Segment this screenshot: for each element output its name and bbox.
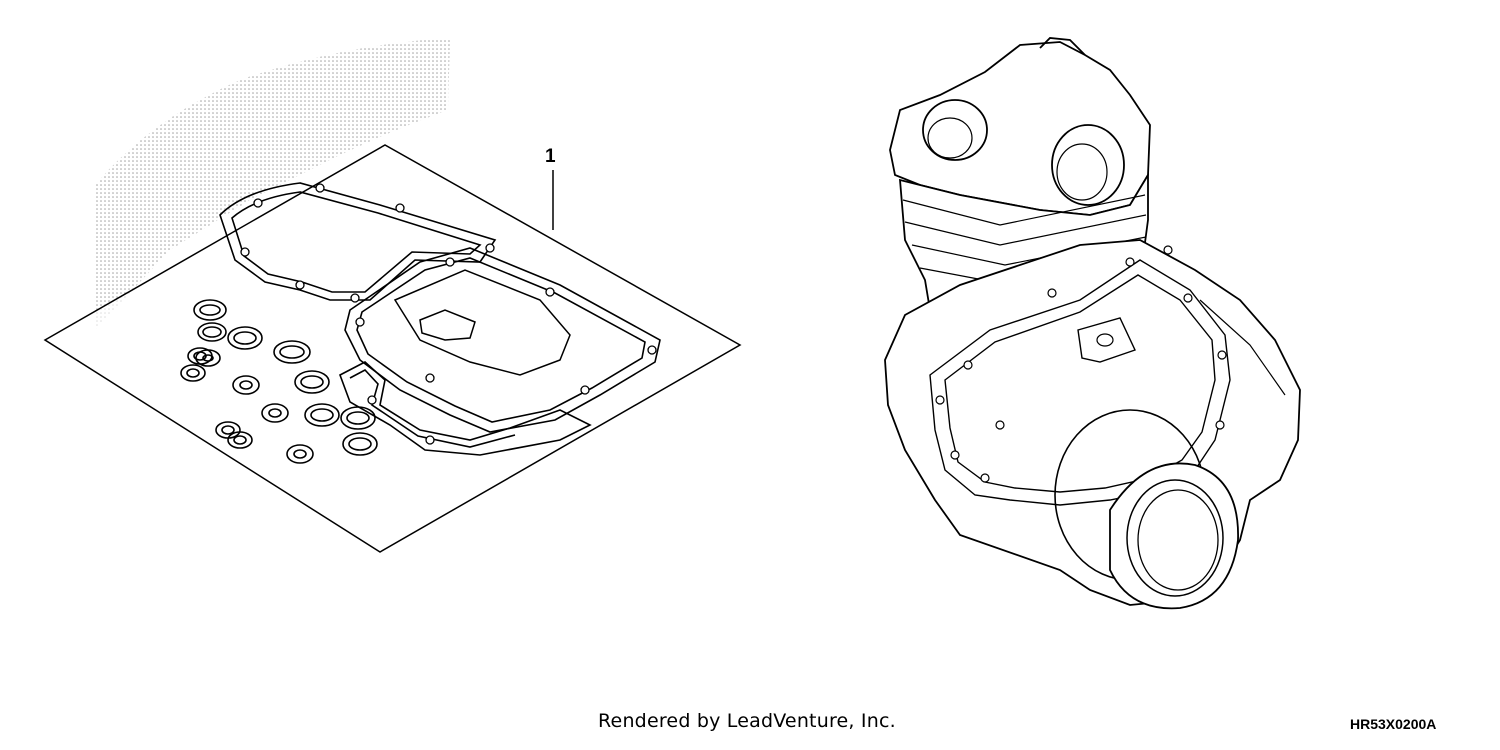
shaded-background-silhouette bbox=[95, 38, 450, 330]
crankcase bbox=[884, 239, 1301, 606]
engine-assembly bbox=[884, 37, 1301, 610]
inner-cover-gasket bbox=[393, 269, 571, 376]
callout-number-1: 1 bbox=[545, 146, 556, 167]
case-cover-gasket bbox=[344, 247, 661, 433]
crankshaft-housing bbox=[1109, 462, 1239, 610]
gasket-kit-sheet bbox=[43, 144, 742, 553]
gasket-bolt-holes-lower bbox=[367, 395, 435, 445]
lower-cover-gasket bbox=[339, 361, 592, 456]
gasket-bolt-holes-large bbox=[240, 183, 495, 303]
o-rings-and-seals bbox=[180, 299, 378, 464]
crankcase-gasket-large bbox=[219, 182, 497, 301]
diagram-reference-code: HR53X0200A bbox=[1350, 716, 1437, 732]
render-credit: Rendered by LeadVenture, Inc. bbox=[598, 710, 896, 732]
exhaust-port bbox=[1051, 124, 1125, 206]
gasket-bolt-holes-middle bbox=[355, 257, 657, 395]
